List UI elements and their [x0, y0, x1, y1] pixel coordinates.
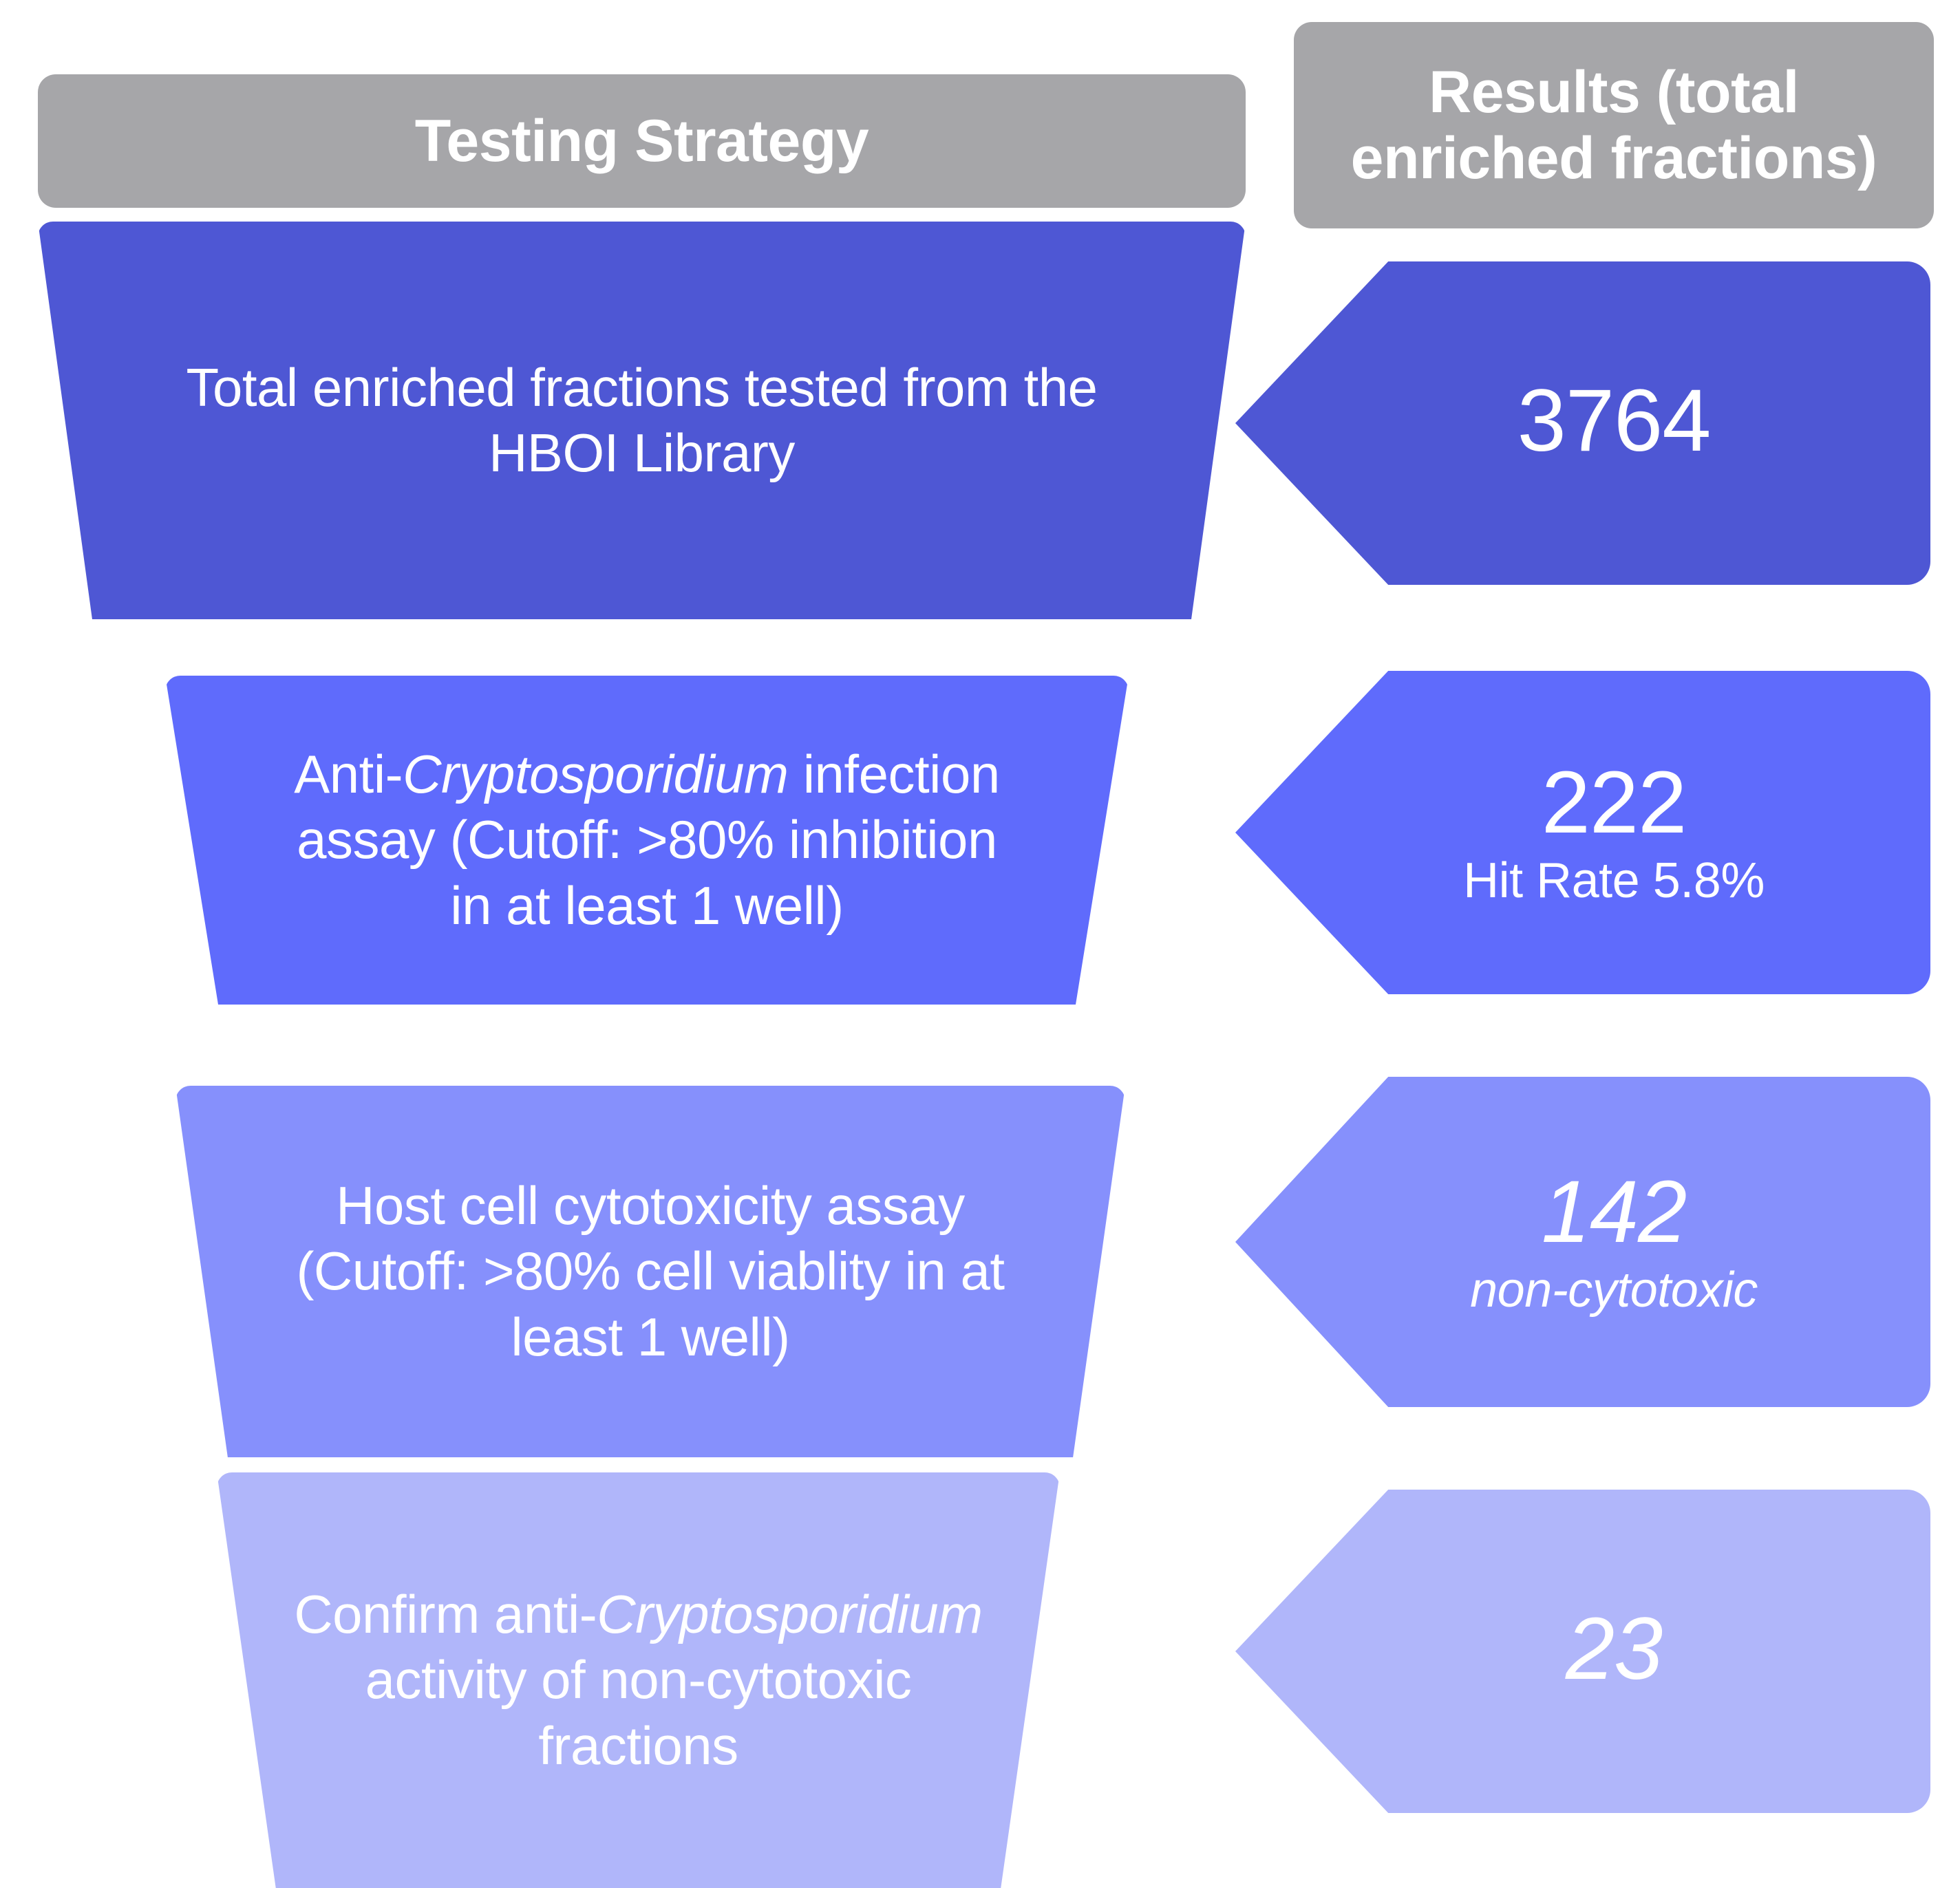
funnel-stage-1[interactable]: Total enriched fractions tested from the… [38, 222, 1246, 619]
result-arrow-1[interactable]: 3764 [1235, 261, 1930, 585]
result-arrow-3[interactable]: 142 non-cytotoxic [1235, 1077, 1930, 1407]
result-arrow-1-body: 3764 [1456, 371, 1712, 471]
result-sub-2: Hit Rate 5.8% [1463, 852, 1765, 908]
funnel-stage-4-label: Confirm anti-Cryptosporidium activity of… [284, 1582, 992, 1778]
stage-4-text-pre: Confirm anti- [294, 1584, 597, 1645]
stage-1-text-pre: Total enriched fractions tested from the… [186, 356, 1098, 483]
funnel-shape-1 [38, 222, 1246, 619]
result-value-2: 222 [1541, 753, 1687, 852]
stage-4-text-italic: Cryptosporidium [597, 1584, 983, 1645]
chevron-left-icon-1 [1235, 261, 1930, 585]
funnel-shape-3 [175, 1086, 1125, 1457]
result-value-1: 3764 [1517, 371, 1712, 470]
result-sub-3: non-cytotoxic [1470, 1262, 1758, 1318]
funnel-shape-2 [165, 676, 1129, 1005]
stage-2-text-italic: Cryptosporidium [403, 744, 789, 805]
result-arrow-2[interactable]: 222 Hit Rate 5.8% [1235, 671, 1930, 994]
result-value-4: 23 [1565, 1599, 1663, 1698]
column-header-testing-strategy: Testing Strategy [38, 74, 1246, 208]
stage-3-text-pre: Host cell cytotoxicity assay (Cutoff: >8… [296, 1175, 1005, 1367]
stage-4-text-post: activity of non-cytotoxic fractions [365, 1649, 912, 1776]
chevron-left-icon-3 [1235, 1077, 1930, 1407]
result-value-3: 142 [1541, 1163, 1687, 1262]
stage-2-text-post: infection assay (Cutoff: >80% inhibition… [297, 744, 1000, 936]
funnel-stage-2[interactable]: Anti-Cryptosporidium infection assay (Cu… [165, 676, 1129, 1005]
funnel-stage-4[interactable]: Confirm anti-Cryptosporidium activity of… [217, 1472, 1060, 1888]
result-arrow-4-body: 23 [1504, 1599, 1663, 1699]
result-arrow-2-body: 222 Hit Rate 5.8% [1401, 753, 1765, 908]
result-arrow-4[interactable]: 23 [1235, 1490, 1930, 1813]
funnel-stage-3[interactable]: Host cell cytotoxicity assay (Cutoff: >8… [175, 1086, 1125, 1457]
funnel-stage-3-label: Host cell cytotoxicity assay (Cutoff: >8… [280, 1173, 1021, 1369]
chevron-left-icon-2 [1235, 671, 1930, 994]
stage-2-text-pre: Anti- [294, 744, 403, 805]
chevron-left-icon-4 [1235, 1490, 1930, 1813]
funnel-stage-2-label: Anti-Cryptosporidium infection assay (Cu… [271, 742, 1023, 938]
result-arrow-3-body: 142 non-cytotoxic [1408, 1166, 1758, 1318]
funnel-shape-4 [217, 1472, 1060, 1888]
funnel-stage-1-label: Total enriched fractions tested from the… [171, 355, 1113, 486]
column-header-results: Results (total enriched fractions) [1294, 22, 1934, 228]
